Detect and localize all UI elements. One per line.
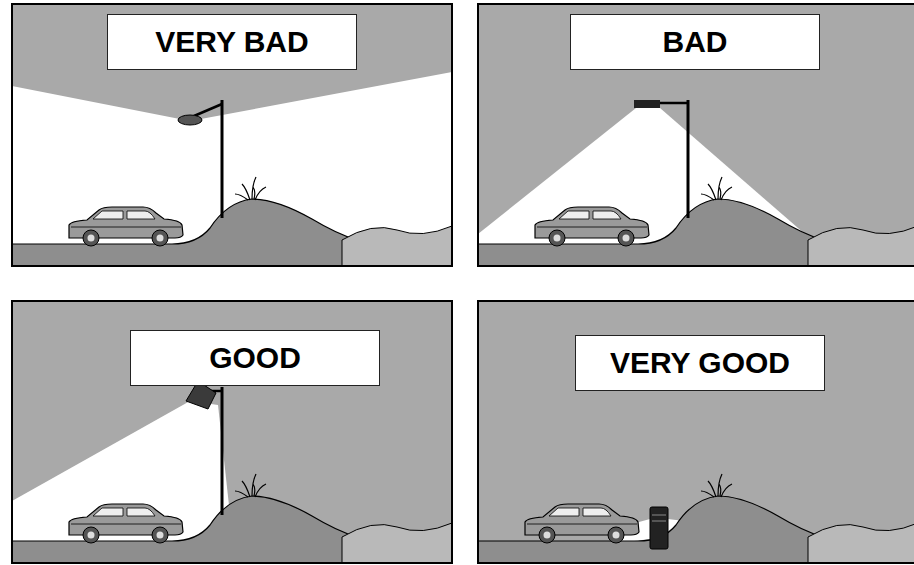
label-box: GOOD xyxy=(130,330,380,386)
rating-label: BAD xyxy=(663,25,728,60)
lamp-pole xyxy=(687,100,690,218)
night-sky xyxy=(12,301,452,563)
panel-very-good xyxy=(478,301,914,563)
bollard-slot xyxy=(652,521,666,522)
panel-good xyxy=(12,301,452,563)
panel-frame xyxy=(478,301,914,563)
flat-lamp xyxy=(634,100,660,108)
ground xyxy=(478,177,914,266)
rating-label: VERY BAD xyxy=(155,25,308,60)
ground xyxy=(478,474,914,563)
night-sky xyxy=(12,4,452,266)
lamp-pole xyxy=(221,100,224,218)
light-cone xyxy=(12,401,234,551)
label-box: BAD xyxy=(570,14,820,70)
globe-lamp xyxy=(178,115,202,125)
car xyxy=(535,207,649,246)
rating-label: VERY GOOD xyxy=(610,346,790,381)
ground xyxy=(12,177,452,266)
lamp-arm xyxy=(194,104,222,116)
light-spill xyxy=(12,72,452,266)
panel-very-bad xyxy=(12,4,452,266)
rating-label: GOOD xyxy=(209,341,301,376)
bollard-light xyxy=(650,507,668,549)
panel-frame xyxy=(12,301,452,563)
lamp-arm xyxy=(656,102,688,105)
panel-bad xyxy=(478,4,914,266)
ground xyxy=(12,474,452,563)
label-box: VERY GOOD xyxy=(575,335,825,391)
night-sky xyxy=(478,4,914,266)
bollard-slot xyxy=(652,515,666,516)
car xyxy=(69,207,183,246)
car xyxy=(525,504,639,543)
car xyxy=(69,504,183,543)
panel-frame xyxy=(478,4,914,266)
panel-frame xyxy=(12,4,452,266)
night-sky xyxy=(478,301,914,563)
label-box: VERY BAD xyxy=(107,14,357,70)
lamp-pole xyxy=(221,387,224,515)
